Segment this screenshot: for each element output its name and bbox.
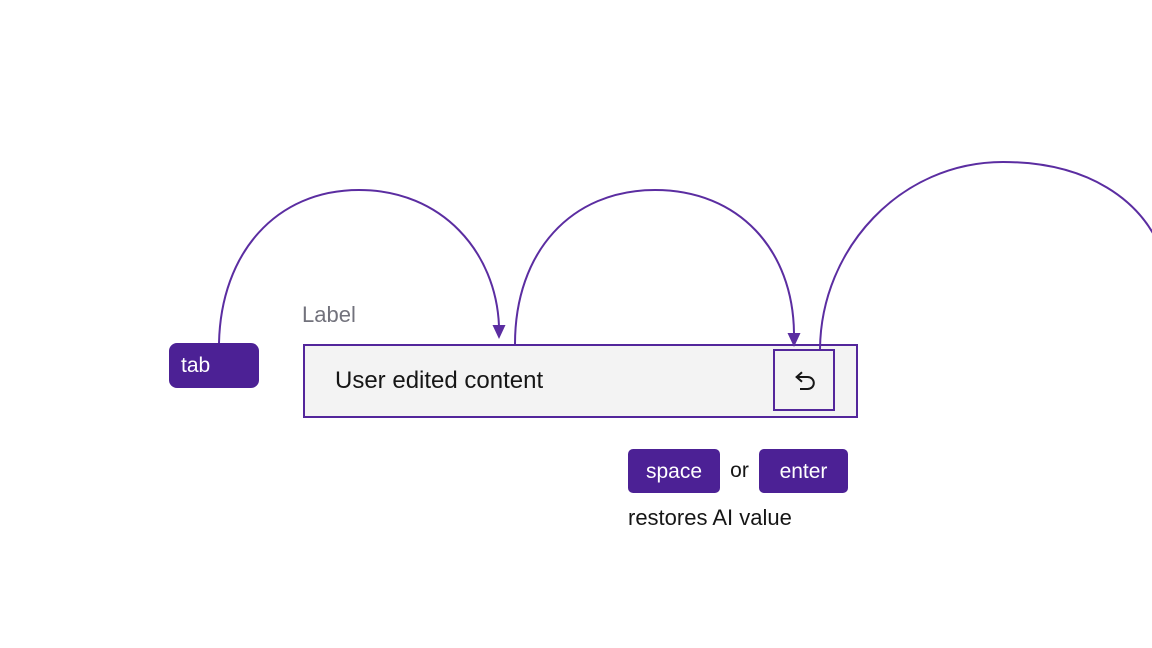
tab-key-badge: tab [169, 343, 259, 388]
text-input-value: User edited content [335, 367, 544, 394]
field-label: Label [302, 302, 356, 327]
enter-key-label: enter [779, 459, 828, 483]
arrowhead-to-field [492, 325, 506, 339]
undo-arrow-icon [795, 371, 815, 390]
space-key-badge: space [628, 449, 720, 493]
or-text: or [730, 459, 749, 482]
space-key-label: space [645, 459, 703, 483]
arc-tab-to-field [218, 188, 500, 344]
restores-ai-value-caption: restores AI value [628, 505, 792, 530]
arc-revert-to-next [819, 160, 1152, 350]
tab-key-label: tab [181, 354, 211, 377]
revert-button[interactable] [773, 349, 835, 411]
enter-key-badge: enter [759, 449, 848, 493]
text-input[interactable]: User edited content [303, 344, 858, 418]
arc-field-to-revert [514, 188, 795, 345]
